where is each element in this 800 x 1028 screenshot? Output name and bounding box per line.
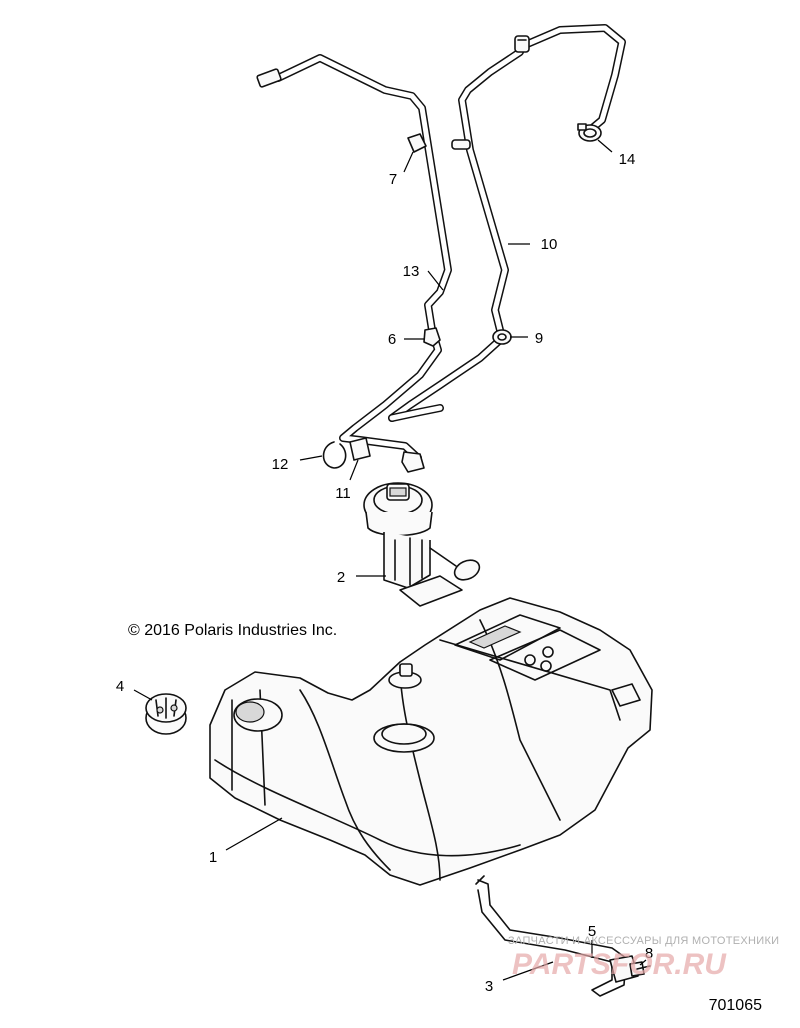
- leader-8: [639, 959, 647, 966]
- top-clip: [514, 35, 530, 53]
- callout-2: 2: [337, 569, 345, 586]
- watermark-site: PARTSFOR.RU: [512, 948, 727, 981]
- copyright-notice: © 2016 Polaris Industries Inc.: [128, 622, 337, 639]
- callout-13: 13: [403, 263, 420, 280]
- callout-8: 8: [645, 945, 653, 962]
- callout-10: 10: [541, 236, 558, 253]
- leader-3: [502, 961, 554, 981]
- callout-4: 4: [116, 678, 124, 695]
- clip-6: [423, 327, 441, 347]
- bracket-3-5: [475, 875, 639, 997]
- leader-4: [133, 689, 153, 701]
- callout-5: 5: [588, 923, 596, 940]
- fuel-cap-4: [145, 693, 187, 735]
- leader-13: [427, 270, 444, 291]
- figure-number: 701065: [709, 997, 762, 1014]
- vent-hose-10: [388, 24, 626, 422]
- callout-12: 12: [272, 456, 289, 473]
- callout-3: 3: [485, 978, 493, 995]
- callout-11: 11: [335, 485, 351, 502]
- fuel-pump-assembly-2: [363, 482, 481, 607]
- connector-11: [349, 437, 425, 473]
- hose-clamp-12: [322, 441, 347, 469]
- clip-9: [492, 329, 512, 345]
- callout-7: 7: [389, 171, 397, 188]
- callout-6: 6: [388, 331, 396, 348]
- bolt-8: [629, 961, 651, 977]
- leader-12: [299, 455, 323, 461]
- leader-7: [403, 151, 414, 173]
- leader-1: [225, 817, 283, 851]
- callout-9: 9: [535, 330, 543, 347]
- leader-11: [349, 459, 359, 481]
- watermark-caption: ЗАПЧАСТИ И АКСЕССУАРЫ ДЛЯ МОТОТЕХНИКИ: [508, 935, 779, 947]
- callout-1: 1: [209, 849, 217, 866]
- leader-14: [597, 139, 613, 153]
- callout-14: 14: [619, 151, 636, 168]
- hose-end-clamp-14: [577, 123, 602, 142]
- fuel-tank-1: [209, 597, 653, 886]
- clip-7: [407, 133, 471, 153]
